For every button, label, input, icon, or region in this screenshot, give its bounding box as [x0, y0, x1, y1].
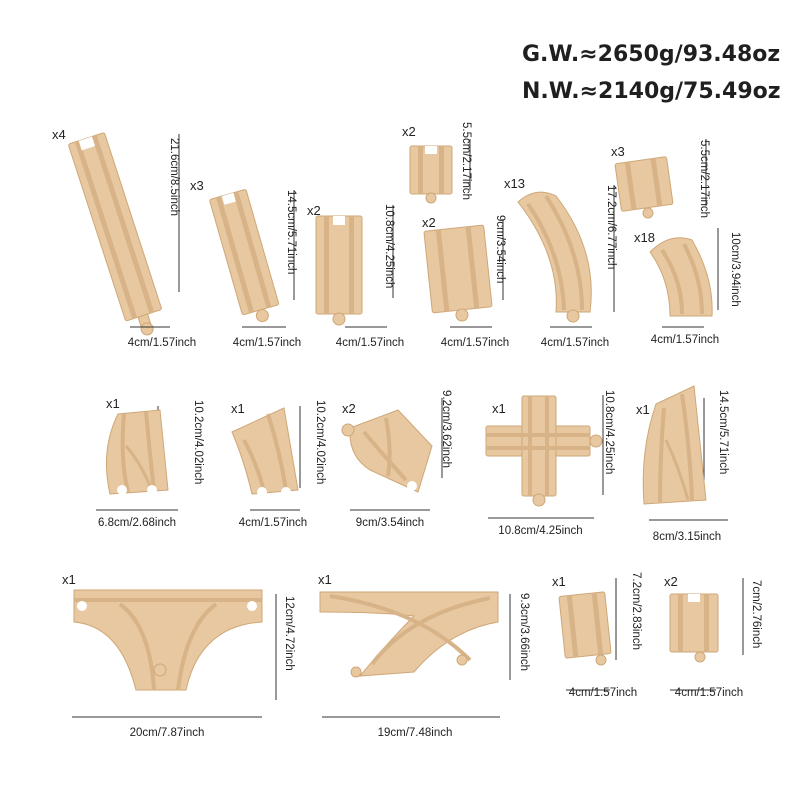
dim-width: 4cm/1.57inch: [674, 687, 744, 699]
dim-width: 10.8cm/4.25inch: [498, 525, 583, 537]
qty-label: x13: [504, 176, 525, 191]
net-weight: N.W.≈2140g/75.49oz: [522, 79, 781, 104]
dim-width: 4cm/1.57inch: [232, 337, 302, 349]
dim-width: 4cm/1.57inch: [440, 337, 510, 349]
dim-width: 8cm/3.15inch: [652, 531, 722, 543]
dim-width: 4cm/1.57inch: [650, 334, 720, 346]
qty-label: x1: [231, 401, 245, 416]
qty-label: x1: [318, 572, 332, 587]
qty-label: x2: [402, 124, 416, 139]
qty-label: x1: [636, 402, 650, 417]
gross-weight: G.W.≈2650g/93.48oz: [522, 42, 781, 67]
qty-label: x3: [611, 144, 625, 159]
qty-label: x2: [422, 215, 436, 230]
dim-width: 4cm/1.57inch: [335, 337, 405, 349]
dim-length: 7cm/2.76inch: [750, 580, 762, 649]
qty-label: x1: [62, 572, 76, 587]
qty-label: x1: [492, 401, 506, 416]
qty-label: x3: [190, 178, 204, 193]
qty-label: x1: [552, 574, 566, 589]
dim-width: 4cm/1.57inch: [540, 337, 610, 349]
dim-width: 4cm/1.57inch: [568, 687, 638, 699]
dim-width: 4cm/1.57inch: [127, 337, 197, 349]
qty-label: x1: [106, 396, 120, 411]
dim-width: 9cm/3.54inch: [355, 517, 425, 529]
qty-label: x2: [342, 401, 356, 416]
qty-label: x2: [664, 574, 678, 589]
qty-label: x2: [307, 203, 321, 218]
weights-block: G.W.≈2650g/93.48oz N.W.≈2140g/75.49oz: [522, 36, 781, 110]
dim-width: 19cm/7.48inch: [377, 727, 453, 739]
qty-label: x18: [634, 230, 655, 245]
dim-width: 6.8cm/2.68inch: [98, 517, 176, 529]
qty-label: x4: [52, 127, 66, 142]
dim-width: 20cm/7.87inch: [129, 727, 205, 739]
dim-width: 4cm/1.57inch: [238, 517, 308, 529]
